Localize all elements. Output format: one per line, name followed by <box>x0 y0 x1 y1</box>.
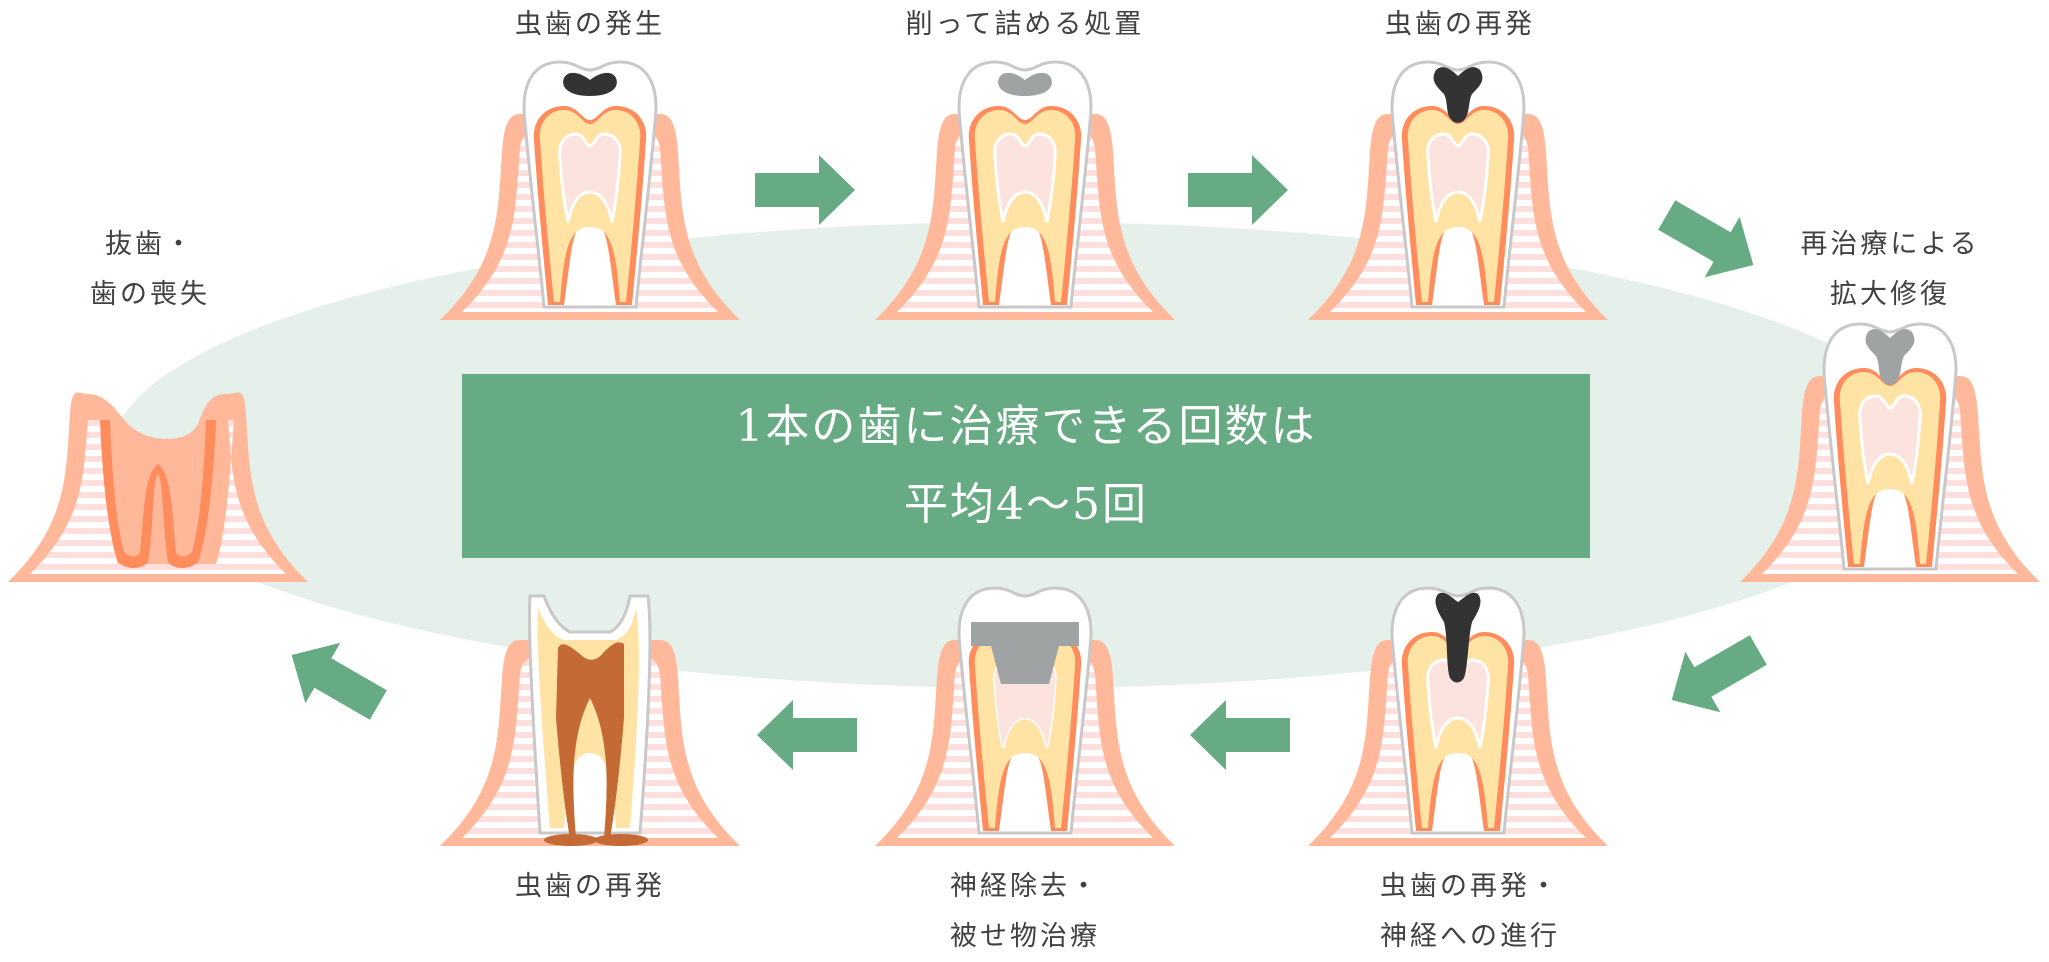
step-2-label: 削って詰める処置 <box>905 9 1145 40</box>
tooth-small-filling-icon <box>875 60 1175 322</box>
tooth-decayed-icon <box>440 588 740 848</box>
step-4-label-line-1: 再治療による <box>1800 229 1980 260</box>
step-3-label: 虫歯の再発 <box>1385 9 1535 40</box>
step-4-label-line-2: 拡大修復 <box>1830 279 1950 310</box>
arrow-left-icon <box>1190 700 1300 770</box>
summary-line-2: 平均4〜5回 <box>904 479 1148 530</box>
arrow-right-icon <box>755 155 865 225</box>
step-7-label: 虫歯の再発 <box>515 871 665 902</box>
summary-line-1: 1本の歯に治療できる回数は <box>735 401 1317 452</box>
tooth-recurrent-cavity-icon <box>1308 60 1608 322</box>
arrow-up-left-icon <box>285 642 395 720</box>
arrow-down-left-icon <box>1665 635 1775 713</box>
step-6-label-line-1: 神経除去・ <box>950 871 1100 902</box>
tooth-crown-icon <box>875 586 1175 848</box>
step-6-label-line-2: 被せ物治療 <box>950 921 1100 952</box>
tooth-deep-cavity-icon <box>1308 586 1608 848</box>
arrow-right-icon <box>1188 155 1298 225</box>
step-8-label-line-2: 歯の喪失 <box>90 279 210 310</box>
step-5-label-line-1: 虫歯の再発・ <box>1380 871 1560 902</box>
tooth-large-filling-icon <box>1740 322 2040 584</box>
arrow-down-right-icon <box>1658 200 1770 278</box>
step-8-label-line-1: 抜歯・ <box>105 229 195 260</box>
tooth-extracted-icon <box>8 324 308 584</box>
tooth-small-cavity-icon <box>440 60 740 322</box>
step-5-label-line-2: 神経への進行 <box>1380 921 1560 952</box>
summary-banner: 1本の歯に治療できる回数は 平均4〜5回 <box>462 374 1590 558</box>
arrow-left-icon <box>757 700 867 770</box>
step-1-label: 虫歯の発生 <box>515 9 665 40</box>
